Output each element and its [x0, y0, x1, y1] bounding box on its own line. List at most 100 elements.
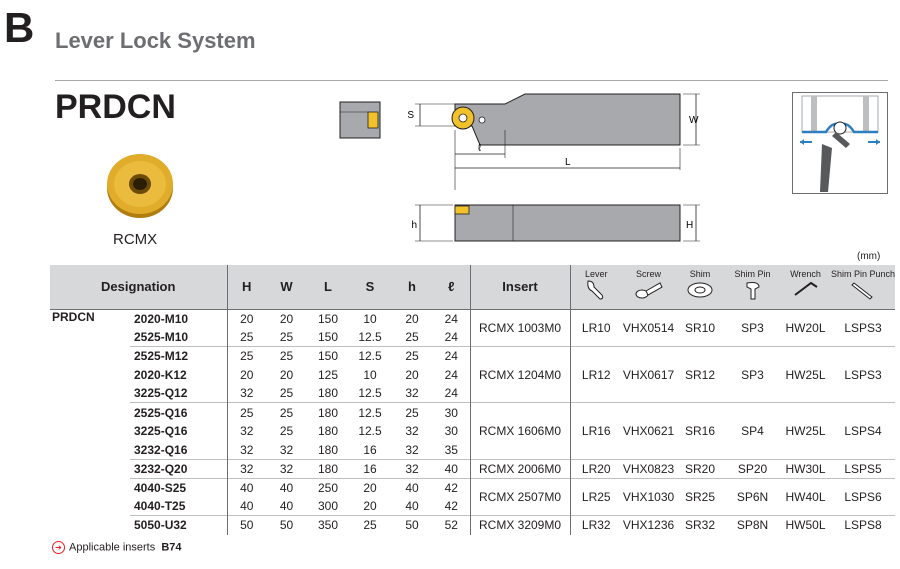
dim-h-cell: 32: [391, 458, 433, 479]
col-screw: Screw: [622, 265, 675, 310]
footnote-ref[interactable]: B74: [161, 541, 182, 554]
dim-h: H: [686, 220, 693, 231]
wrench-cell: HW20L: [785, 320, 826, 335]
arrow-circle-icon: ➔: [52, 541, 65, 554]
designation-cell: 2020-M10: [134, 311, 189, 326]
screw-cell: VHX0621: [622, 402, 675, 460]
section-letter: B: [4, 4, 35, 51]
designation-cell: 5050-U32: [130, 515, 227, 535]
col-shim-pin-punch: Shim Pin Punch: [831, 265, 896, 310]
dim-l-cell: 24: [433, 346, 470, 366]
dim-l-cell: 24: [444, 311, 458, 326]
dim-W-cell: 25: [279, 424, 294, 439]
units-label: (mm): [857, 251, 881, 262]
side-view-drawing: h H: [411, 204, 700, 242]
dim-l-cell: 30: [433, 402, 470, 422]
dim-S-cell: 10: [363, 367, 377, 382]
dim-w: W: [689, 115, 699, 126]
col-shim-label: Shim: [689, 269, 711, 279]
shim-pin-cell: SP4: [725, 402, 780, 460]
punch-cell: LSPS8: [831, 515, 896, 535]
dim-L-cell: 180: [317, 442, 339, 457]
dim-l-cell: 35: [444, 442, 458, 457]
shim-cell: SR20: [675, 458, 725, 479]
dim-l-cell: 52: [433, 515, 470, 535]
dim-h-cell: 25: [405, 329, 419, 344]
dim-S-cell: 20: [349, 477, 391, 497]
top-view-drawing: S W ℓ L: [407, 93, 700, 190]
col-lever: Lever: [569, 265, 622, 310]
punch-cell: LSPS3: [831, 346, 896, 403]
screw-cell: VHX0514: [622, 320, 675, 335]
wrench-icon: [793, 281, 818, 296]
shim-cell: SR32: [675, 515, 725, 535]
dim-S-cell: 12.5: [358, 424, 382, 439]
dim-W-cell: 20: [279, 311, 294, 326]
dim-l-cell: 42: [433, 477, 470, 497]
wrench-cell: HW40L: [780, 477, 831, 516]
dim-S-cell: 12.5: [358, 329, 382, 344]
dim-h-cell: 20: [405, 311, 419, 326]
dim-h-cell: 32: [405, 442, 419, 457]
dim-S-cell: 16: [363, 442, 377, 457]
shim-pin-cell: SP8N: [725, 515, 780, 535]
dim-l-cell: 24: [444, 386, 458, 401]
table-header-row: Designation H W L S h ℓ Insert Lever Scr…: [50, 265, 896, 310]
col-shim: Shim: [675, 265, 725, 310]
dim-h-cell: 25: [391, 346, 433, 366]
col-lever-label: Lever: [584, 269, 608, 279]
designation-cell: 3225-Q12: [134, 386, 188, 401]
dim-L-cell: 300: [317, 499, 339, 514]
dim-s: S: [407, 110, 414, 121]
dim-W-cell: 40: [279, 499, 294, 514]
dim-h-small: h: [411, 220, 417, 231]
dim-H-cell: 40: [226, 477, 266, 497]
insert-cell: RCMX 1606M0: [469, 402, 570, 460]
dim-W-cell: 25: [266, 346, 307, 366]
shim-pin-cell: SP20: [725, 458, 780, 479]
dim-S-cell: 25: [349, 515, 391, 535]
screw-cell: VHX0823: [622, 458, 675, 479]
lever-cell: LR25: [569, 477, 622, 516]
dim-S-cell: 12.5: [349, 346, 391, 366]
lever-cell: LR16: [569, 402, 622, 460]
series-name: PRDCN: [52, 309, 95, 324]
col-shim-pin-punch-label: Shim Pin Punch: [831, 269, 896, 279]
dim-l-cell: 30: [444, 424, 458, 439]
divider: [55, 80, 888, 81]
shim-icon: [687, 282, 713, 298]
col-wrench: Wrench: [780, 265, 831, 310]
designation-cell: 4040-S25: [130, 477, 227, 497]
wrench-cell: HW30L: [780, 458, 831, 479]
dim-h-cell: 40: [405, 499, 419, 514]
dim-l: L: [565, 157, 571, 168]
dim-H-cell: 20: [226, 365, 266, 385]
dim-L-cell: 125: [317, 367, 339, 382]
dim-W-cell: 50: [266, 515, 307, 535]
designation-cell: 2525-M10: [134, 329, 189, 344]
footnote-text: Applicable inserts: [69, 541, 156, 554]
shim-cell: SR25: [675, 477, 725, 516]
insert-photo-label: RCMX: [113, 231, 158, 248]
dim-W-cell: 40: [266, 477, 307, 497]
spec-table: Designation H W L S h ℓ Insert Lever Scr…: [50, 265, 896, 535]
shim-pin-icon: [746, 282, 760, 300]
col-L: L: [307, 265, 349, 310]
col-W: W: [266, 265, 307, 310]
dim-l-cell: 42: [444, 499, 458, 514]
col-insert: Insert: [469, 265, 570, 310]
dim-H-cell: 25: [226, 327, 266, 347]
dim-l-cell: 24: [444, 367, 458, 382]
section-title: Lever Lock System: [55, 28, 256, 53]
shim-pin-cell: SP3: [725, 346, 780, 403]
shim-cell: SR16: [675, 402, 725, 460]
dim-H-cell: 25: [226, 346, 266, 366]
